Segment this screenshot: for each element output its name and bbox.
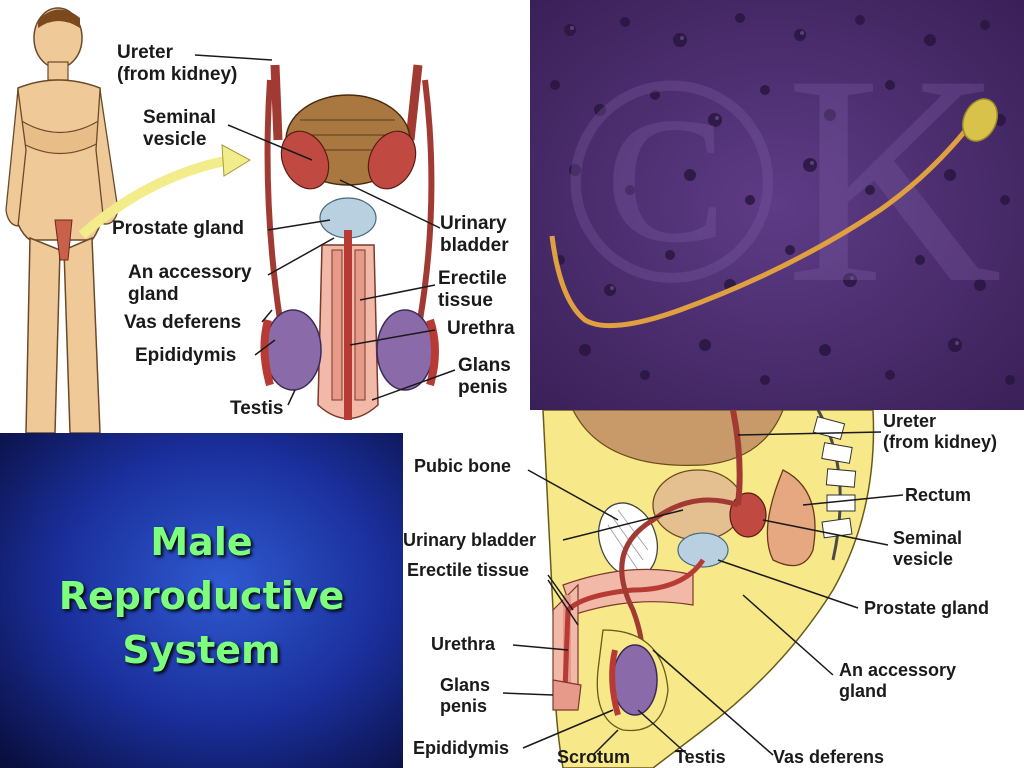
label-prostate-gland: Prostate gland xyxy=(864,598,990,618)
page-title: Male Reproductive System xyxy=(0,515,403,677)
label-ureter-sub: (from kidney) xyxy=(117,64,238,85)
sperm-head xyxy=(962,98,998,142)
label-epididymis: Epididymis xyxy=(413,738,510,758)
label-seminal-vesicle-sub: vesicle xyxy=(893,549,954,569)
label-urinary-bladder: Urinary bladder xyxy=(403,530,537,550)
label-pubic-bone: Pubic bone xyxy=(414,456,512,476)
label-urethra: Urethra xyxy=(447,318,515,339)
sperm-tail xyxy=(549,123,972,329)
front-view-diagram: Ureter (from kidney) Seminal vesicle Pro… xyxy=(0,0,530,433)
label-erectile-tissue: Erectile xyxy=(438,268,507,289)
side-view-diagram: Ureter (from kidney) Pubic bone Rectum U… xyxy=(403,410,1024,768)
label-erectile-tissue: Erectile tissue xyxy=(407,560,530,580)
title-line-2: Reproductive xyxy=(58,574,345,618)
title-background xyxy=(0,433,403,768)
label-erectile-tissue-sub: tissue xyxy=(438,290,493,311)
label-urinary-bladder: Urinary xyxy=(440,213,507,234)
label-accessory-gland-sub: gland xyxy=(128,284,179,305)
label-scrotum: Scrotum xyxy=(557,747,631,767)
label-seminal-vesicle: Seminal xyxy=(893,528,963,548)
label-glans-penis-sub: penis xyxy=(440,696,488,716)
label-urethra: Urethra xyxy=(431,634,496,654)
reproductive-organs-front xyxy=(260,64,439,420)
label-glans-penis-sub: penis xyxy=(458,377,508,398)
label-accessory-gland: An accessory xyxy=(128,262,252,283)
front-view-illustration xyxy=(5,7,456,433)
label-accessory-gland-sub: gland xyxy=(839,681,887,701)
label-prostate-gland: Prostate gland xyxy=(112,218,244,239)
label-accessory-gland: An accessory xyxy=(839,660,957,680)
label-ureter: Ureter xyxy=(883,411,937,431)
label-vas-deferens: Vas deferens xyxy=(773,747,885,767)
label-testis: Testis xyxy=(230,398,284,419)
cell-particles xyxy=(550,13,1015,385)
label-ureter-sub: (from kidney) xyxy=(883,432,998,452)
title-line-3: System xyxy=(122,628,281,672)
label-ureter: Ureter xyxy=(117,42,173,63)
sperm-micrograph-image: ©K xyxy=(530,0,1024,410)
label-vas-deferens: Vas deferens xyxy=(124,312,242,333)
human-figure xyxy=(5,7,119,433)
label-urinary-bladder-sub: bladder xyxy=(440,235,509,256)
rectum xyxy=(766,469,816,567)
watermark: ©K xyxy=(558,13,1003,345)
spine xyxy=(812,410,857,561)
label-seminal-vesicle: Seminal xyxy=(143,107,216,128)
label-epididymis: Epididymis xyxy=(135,345,237,366)
title-panel: Male Reproductive System xyxy=(0,433,403,768)
title-line-1: Male xyxy=(150,520,253,564)
side-view-illustration xyxy=(502,410,904,768)
label-glans-penis: Glans xyxy=(458,355,511,376)
label-testis: Testis xyxy=(675,747,726,767)
label-glans-penis: Glans xyxy=(440,675,491,695)
testis xyxy=(612,644,658,716)
label-seminal-vesicle-sub: vesicle xyxy=(143,129,207,150)
label-rectum: Rectum xyxy=(905,485,972,505)
sperm-micrograph: ©K xyxy=(530,0,1024,410)
